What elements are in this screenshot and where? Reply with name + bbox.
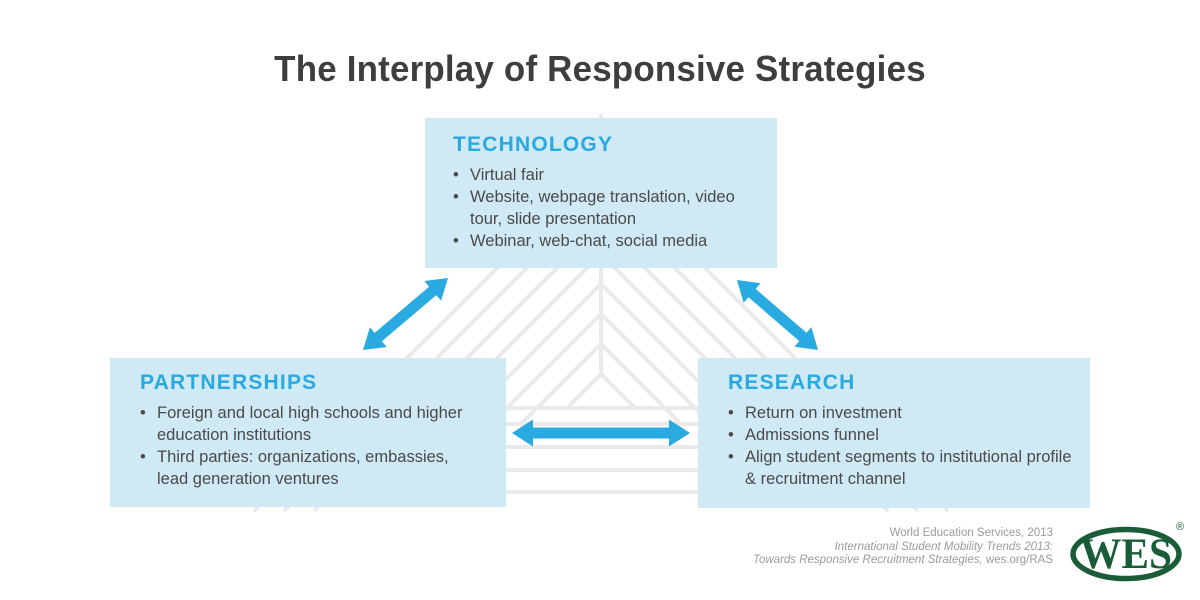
- bullet-icon: •: [728, 404, 734, 422]
- list-item: • Third parties: organizations, embassie…: [140, 446, 482, 490]
- arrow-partnerships-research-icon: [512, 419, 690, 447]
- list-item: • Admissions funnel: [728, 424, 1086, 446]
- list-item-text: Third parties: organizations, embassies,…: [157, 448, 449, 488]
- arrow-technology-research-icon: [737, 280, 818, 350]
- list-item-text: Admissions funnel: [745, 426, 879, 444]
- list-item-text: Website, webpage translation, video tour…: [470, 188, 735, 228]
- attribution-line-3-url: wes.org/RAS: [982, 554, 1053, 566]
- list-item: • Webinar, web-chat, social media: [453, 230, 753, 252]
- list-item-text: Foreign and local high schools and highe…: [157, 404, 463, 444]
- technology-box: TECHNOLOGY • Virtual fair • Website, web…: [425, 118, 777, 268]
- bullet-icon: •: [453, 166, 459, 184]
- list-item: • Align student segments to institutiona…: [728, 446, 1086, 490]
- registered-trademark-icon: ®: [1176, 521, 1184, 533]
- list-item: • Return on investment: [728, 402, 1086, 424]
- research-box: RESEARCH • Return on investment • Admiss…: [698, 358, 1090, 508]
- bullet-icon: •: [140, 404, 146, 422]
- bullet-icon: •: [728, 448, 734, 466]
- partnerships-box: PARTNERSHIPS • Foreign and local high sc…: [110, 358, 506, 507]
- attribution-line-1: World Education Services, 2013: [889, 527, 1053, 539]
- list-item: • Website, webpage translation, video to…: [453, 186, 753, 230]
- arrow-technology-partnerships-icon: [363, 278, 448, 350]
- bullet-icon: •: [453, 232, 459, 250]
- bullet-icon: •: [453, 188, 459, 206]
- list-item: • Virtual fair: [453, 164, 753, 186]
- list-item-text: Webinar, web-chat, social media: [470, 232, 708, 250]
- attribution-line-3-title: Towards Responsive Recruitment Strategie…: [753, 554, 983, 566]
- bullet-icon: •: [728, 426, 734, 444]
- wes-logo: WES ®: [1070, 521, 1184, 582]
- wes-logo-text: WES: [1080, 531, 1172, 578]
- attribution-line-2: International Student Mobility Trends 20…: [834, 540, 1053, 553]
- partnerships-heading: PARTNERSHIPS: [140, 371, 318, 394]
- bullet-icon: •: [140, 448, 146, 466]
- list-item-text: Return on investment: [745, 404, 902, 422]
- attribution-line-3: Towards Responsive Recruitment Strategie…: [753, 554, 1053, 568]
- page-title: The Interplay of Responsive Strategies: [274, 48, 926, 89]
- list-item-text: Align student segments to institutional …: [745, 448, 1072, 488]
- list-item-text: Virtual fair: [470, 166, 544, 184]
- wes-logo-oval: [1070, 526, 1182, 582]
- research-heading: RESEARCH: [728, 371, 856, 394]
- technology-heading: TECHNOLOGY: [453, 133, 614, 156]
- attribution: World Education Services, 2013 Internati…: [753, 527, 1053, 568]
- list-item: • Foreign and local high schools and hig…: [140, 402, 482, 446]
